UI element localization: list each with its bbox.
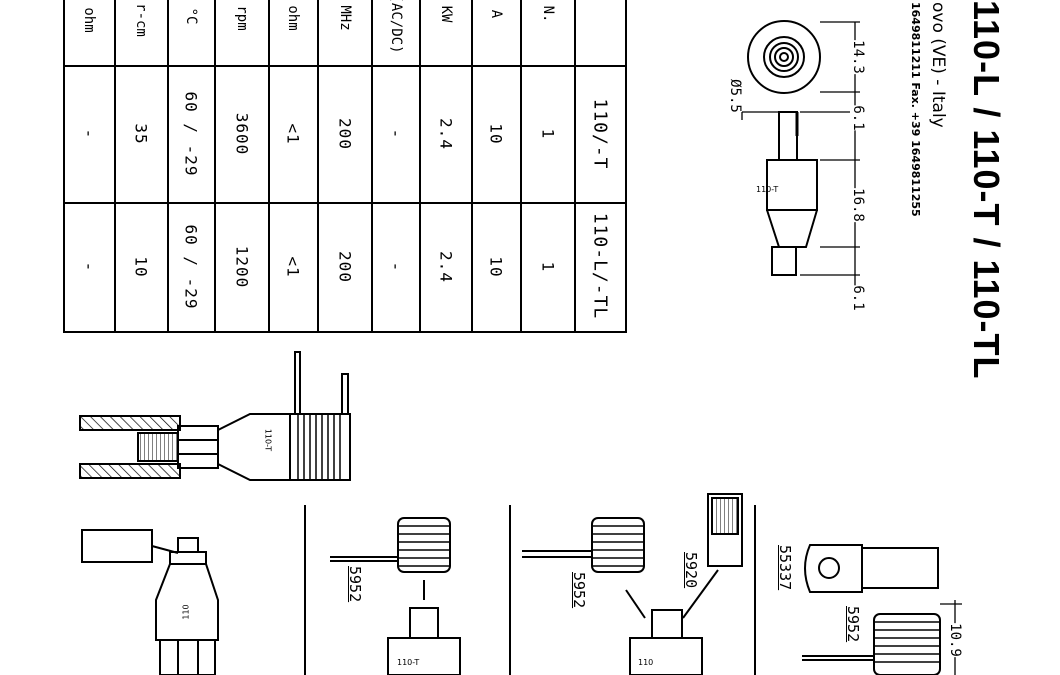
- cell-110T-rcm: 35: [131, 123, 151, 145]
- col-header-110-L-TL: 110-L/-TL: [589, 212, 611, 320]
- brush-label-mid: 110-T: [263, 428, 273, 452]
- brush-label-b: 110-T: [397, 658, 420, 667]
- unit-ACDC: (AC/DC): [388, 0, 404, 54]
- cell-110LTL-N: 1: [538, 261, 558, 273]
- company-phone-fax: 1649811211 Fax. +39 1649811255: [909, 2, 922, 217]
- company-address: ovo (VE) - Italy: [928, 2, 948, 128]
- cell-110LTL-ACDC: -: [386, 261, 406, 273]
- cell-110T-ACDC: -: [386, 128, 406, 140]
- cell-110LTL-rcm: 10: [131, 256, 151, 278]
- unit-degC: °C: [183, 7, 199, 25]
- unit-rpm: rpm: [234, 5, 250, 31]
- unit-rcm: r-cm: [133, 3, 149, 37]
- page-title: 110-L / 110-T / 110-TL: [966, 0, 1007, 380]
- part-number-5920: 5920: [682, 552, 700, 589]
- cell-110T-degC: 60 / -29: [181, 91, 201, 177]
- dim-diameter: Ø5.5: [727, 79, 743, 113]
- brush-group-2: [330, 517, 461, 675]
- spec-table-grid: [63, 0, 627, 333]
- brush-side-view: [766, 111, 818, 276]
- mounted-brush-assembly: [79, 351, 351, 481]
- cell-110T-MHz: 200: [335, 118, 355, 150]
- unit-KW: KW: [438, 5, 454, 23]
- bottom-separators: [304, 505, 756, 675]
- dim-10-9: 10.9: [947, 623, 963, 657]
- unit-ohm-1: ohm: [285, 5, 301, 31]
- cell-110LTL-A: 10: [486, 256, 506, 278]
- part-number-55337: 55337: [776, 545, 794, 591]
- cell-110LTL-MHz: 200: [335, 251, 355, 283]
- cell-110LTL-KW: 2.4: [436, 251, 456, 283]
- unit-N: N.: [540, 5, 556, 23]
- brush-group-1: [81, 529, 219, 675]
- dim-16-8: 16.8: [850, 188, 866, 222]
- cell-110LTL-ohm2: -: [79, 261, 99, 273]
- cell-110LTL-rpm: 1200: [232, 245, 252, 289]
- brush-label-a: 110: [181, 604, 191, 620]
- cell-110T-ohm: <1: [283, 123, 303, 145]
- unit-MHz: MHz: [337, 5, 353, 31]
- cell-110T-A: 10: [486, 123, 506, 145]
- dim-14-3: 14.3: [850, 40, 866, 74]
- brush-label-top: 110-T: [756, 185, 779, 194]
- brush-group-3: [522, 493, 743, 675]
- cell-110T-ohm2: -: [79, 128, 99, 140]
- unit-ohm-2: ohm: [81, 7, 97, 33]
- part-number-5952-a: 5952: [346, 566, 364, 603]
- dim-6-1-bottom: 6.1: [850, 285, 866, 311]
- unit-A: A: [488, 9, 504, 19]
- part-number-5952-b: 5952: [570, 572, 588, 609]
- brush-end-view: [747, 20, 821, 94]
- cell-110T-rpm: 3600: [232, 112, 252, 156]
- cell-110T-KW: 2.4: [436, 118, 456, 150]
- part-number-5952-c: 5952: [844, 606, 862, 643]
- dim-6-1-top: 6.1: [850, 105, 866, 131]
- col-header-110-T: 110/-T: [589, 98, 611, 170]
- cell-110T-N: 1: [538, 128, 558, 140]
- brush-label-c: 110: [638, 658, 654, 667]
- cell-110LTL-degC: 60 / -29: [181, 224, 201, 310]
- cell-110LTL-ohm: <1: [283, 256, 303, 278]
- brush-group-4: [802, 544, 962, 675]
